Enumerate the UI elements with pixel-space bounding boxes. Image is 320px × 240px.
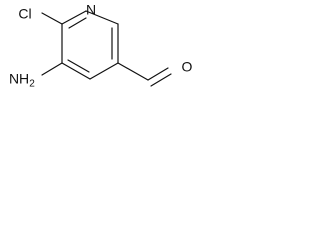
bond-c5-c4 [89,62,119,80]
molecule-canvas: Cl N N H 2 O [0,0,204,100]
bond-c4-c3 [61,62,91,80]
bond-c5-aldehyde-carbon [117,62,149,81]
bond-aldehyde-carbon-oxygen [147,67,169,81]
bond-c2-n1 [61,10,87,25]
aldehyde-oxygen-label: O [182,59,193,75]
chlorine-label: Cl [18,6,31,22]
ring-nitrogen-label: N [86,2,96,18]
bond-c2-n1-double [68,17,87,29]
bond-c3-amino [41,62,63,76]
bond-n1-c6 [85,10,119,25]
molecule-diagram: Cl N N H 2 O [9,2,193,90]
bond-c4-c3-double [67,59,90,73]
amino-n-label: N [9,71,19,87]
amino-h-label: H [19,71,29,87]
amino-subscript-label: 2 [29,79,35,90]
bond-c2-cl [41,12,63,25]
bond-aldehyde-carbon-oxygen-double [150,73,172,87]
